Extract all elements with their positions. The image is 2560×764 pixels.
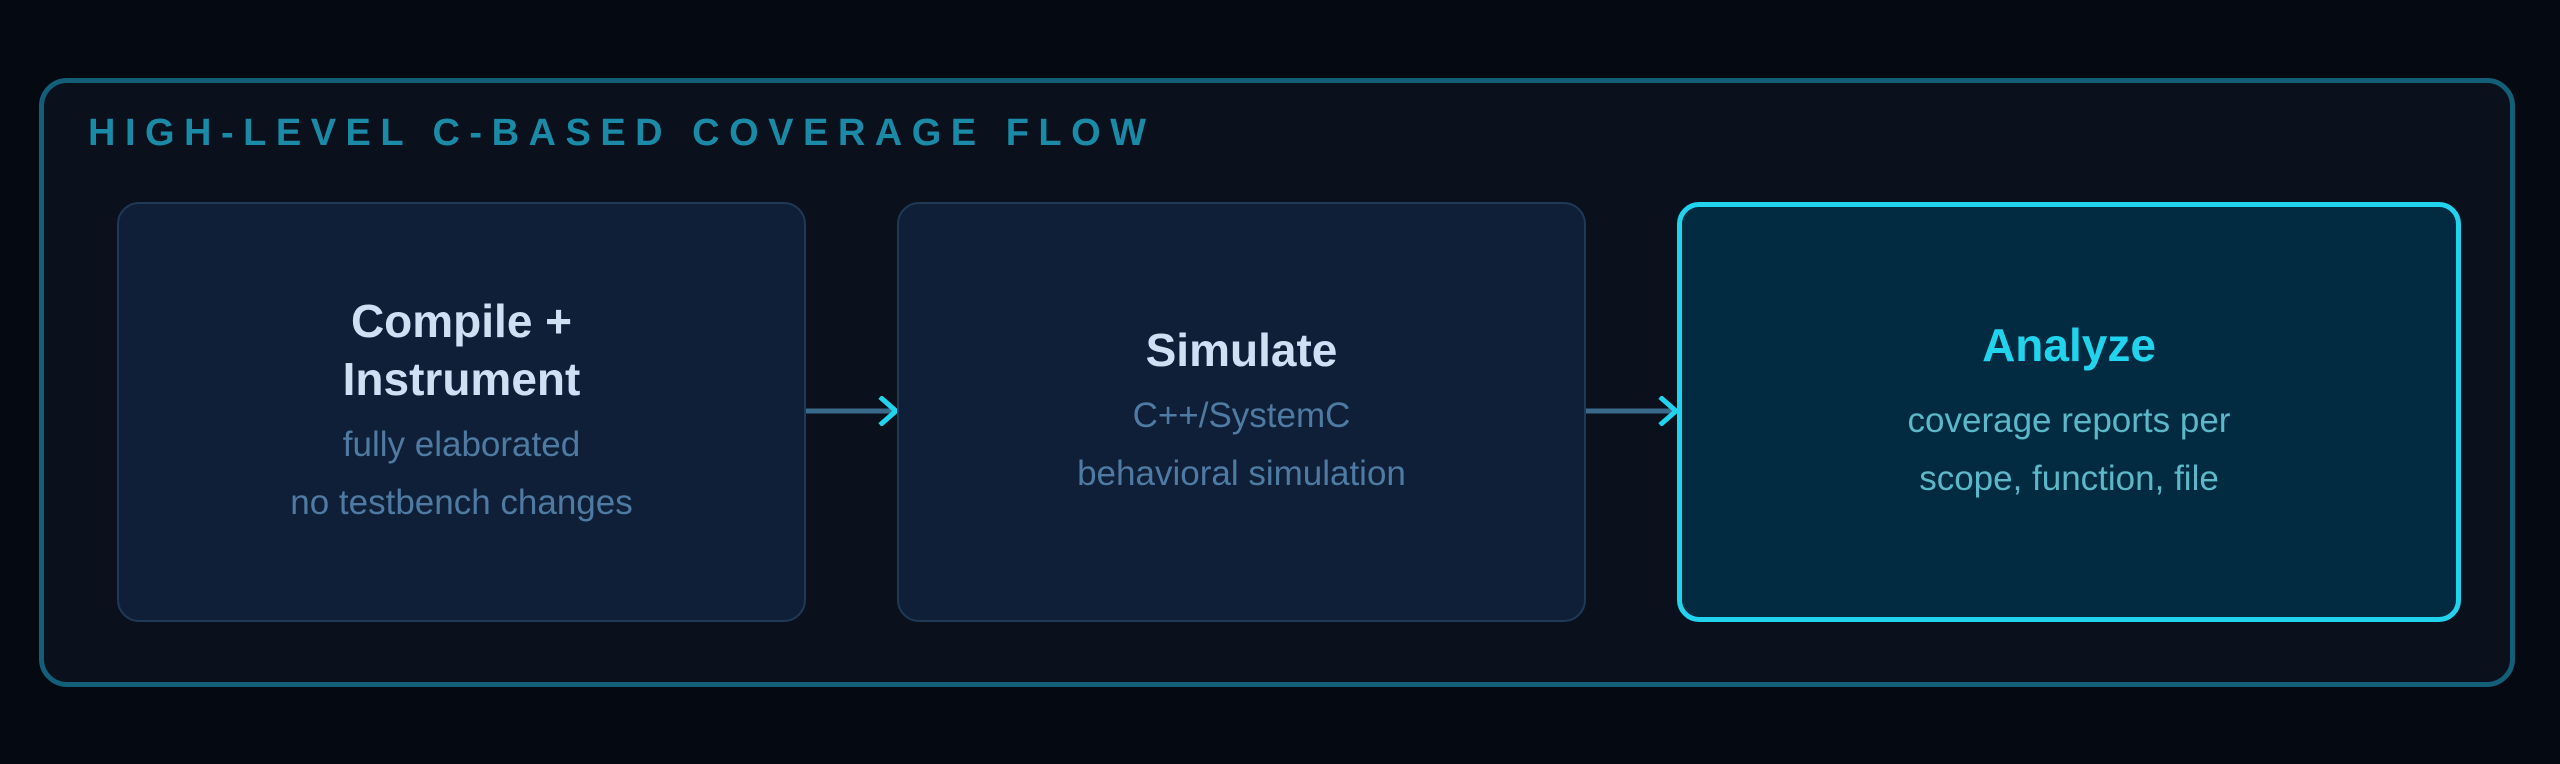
step-title: Compile + <box>350 295 573 347</box>
step-detail: coverage reports per <box>1907 401 2231 440</box>
step-title: Instrument <box>342 353 581 405</box>
step-detail: behavioral simulation <box>1077 454 1406 493</box>
step-detail: C++/SystemC <box>1132 396 1351 435</box>
step-analyze: Analyze coverage reports per scope, func… <box>1677 202 2461 622</box>
step-title: Simulate <box>1145 324 1338 376</box>
arrow-icon <box>806 396 900 426</box>
step-compile-instrument: Compile + Instrument fully elaborated no… <box>117 202 806 622</box>
step-detail: fully elaborated <box>342 425 581 464</box>
arrow-icon <box>1586 396 1680 426</box>
step-title: Analyze <box>1982 319 2156 371</box>
step-detail: no testbench changes <box>290 483 633 522</box>
panel-title: HIGH-LEVEL C-BASED COVERAGE FLOW <box>88 112 1156 154</box>
step-detail: scope, function, file <box>1919 459 2219 498</box>
step-simulate: Simulate C++/SystemC behavioral simulati… <box>897 202 1586 622</box>
